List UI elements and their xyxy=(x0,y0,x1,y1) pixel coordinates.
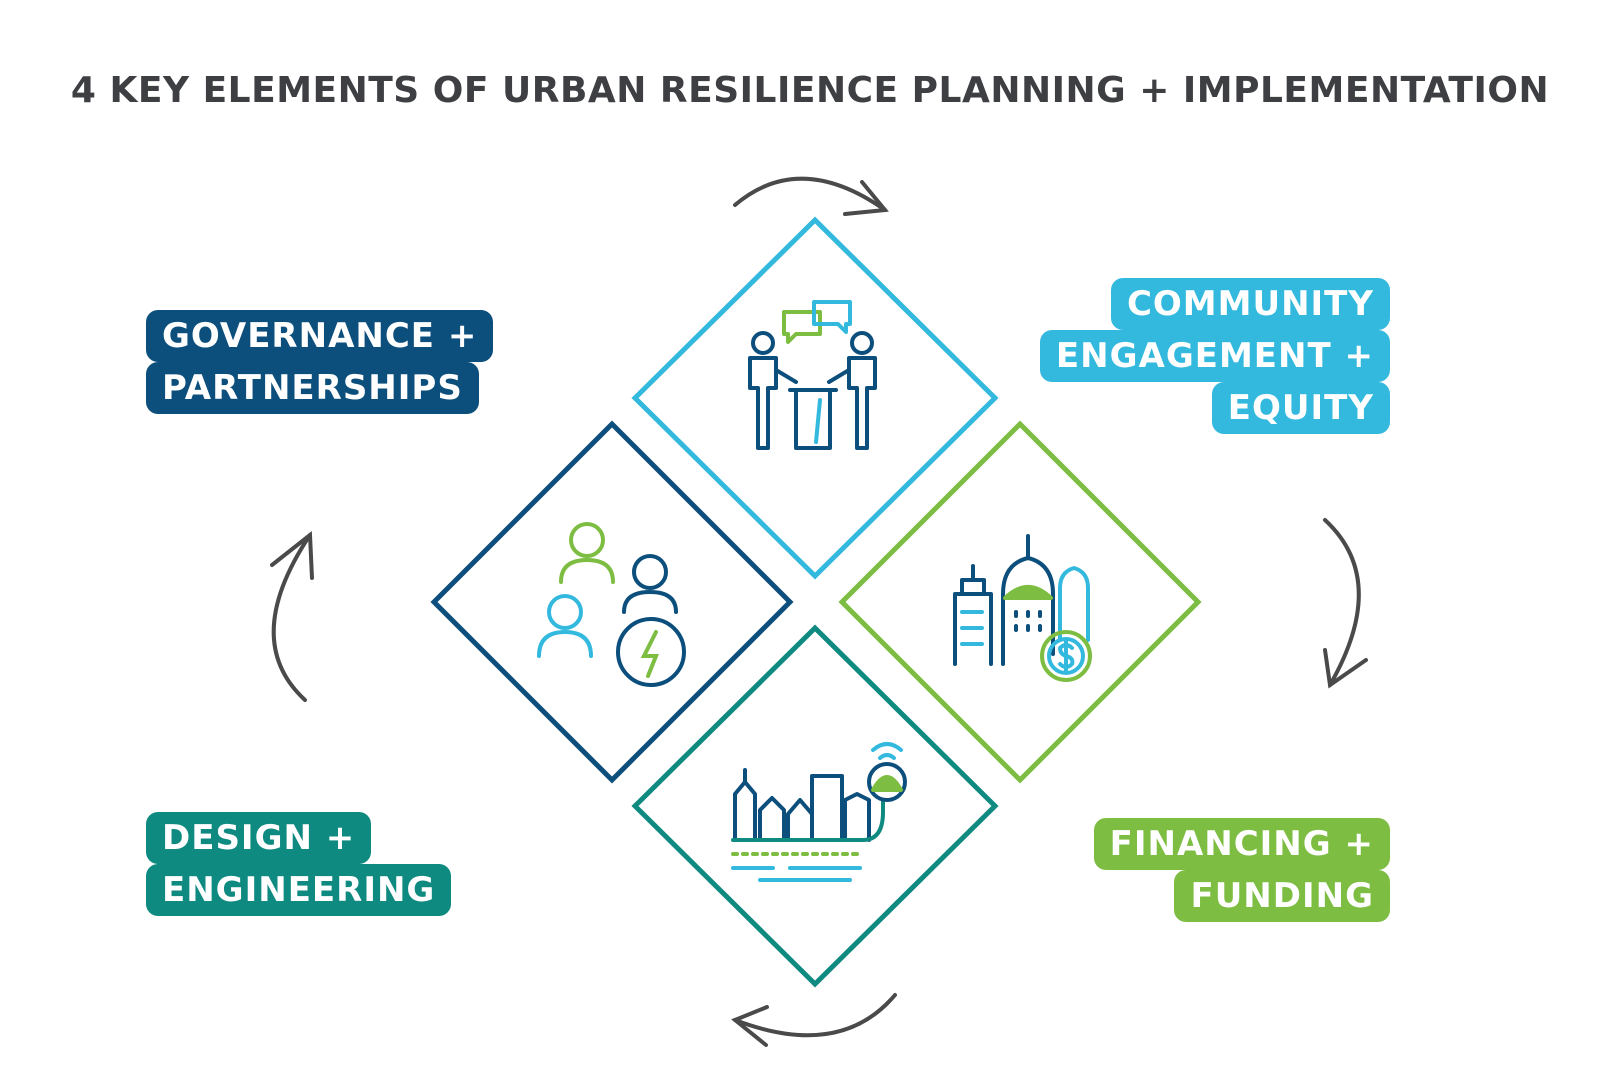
cycle-arrow-right xyxy=(1323,518,1368,689)
cycle-arrow-bottom xyxy=(731,993,897,1047)
cycle-arrow-left xyxy=(270,531,314,702)
community-label: COMMUNITY ENGAGEMENT + EQUITY xyxy=(1039,278,1390,434)
financing-diamond xyxy=(838,420,1202,784)
cycle-arrow-top xyxy=(733,176,889,216)
meeting-podium-icon xyxy=(748,300,877,450)
design-label-line-2: ENGINEERING xyxy=(146,864,452,916)
design-label: DESIGN + ENGINEERING xyxy=(146,812,452,916)
people-energy-icon xyxy=(537,522,686,687)
city-finance-icon xyxy=(953,534,1092,682)
design-label-line-1: DESIGN + xyxy=(146,812,372,864)
financing-label: FINANCING + FUNDING xyxy=(1093,818,1390,922)
governance-label-line-1: GOVERNANCE + xyxy=(146,310,494,362)
diagram-title: 4 KEY ELEMENTS OF URBAN RESILIENCE PLANN… xyxy=(70,70,1550,111)
governance-label: GOVERNANCE + PARTNERSHIPS xyxy=(146,310,494,414)
governance-diamond xyxy=(430,420,794,784)
financing-label-line-2: FUNDING xyxy=(1174,870,1390,922)
governance-label-line-2: PARTNERSHIPS xyxy=(146,362,479,414)
design-diamond xyxy=(631,624,999,988)
smart-city-icon xyxy=(731,742,907,882)
community-label-line-3: EQUITY xyxy=(1211,382,1390,434)
community-label-line-2: ENGAGEMENT + xyxy=(1039,330,1390,382)
community-diamond xyxy=(631,216,999,580)
financing-label-line-1: FINANCING + xyxy=(1093,818,1390,870)
community-label-line-1: COMMUNITY xyxy=(1110,278,1390,330)
